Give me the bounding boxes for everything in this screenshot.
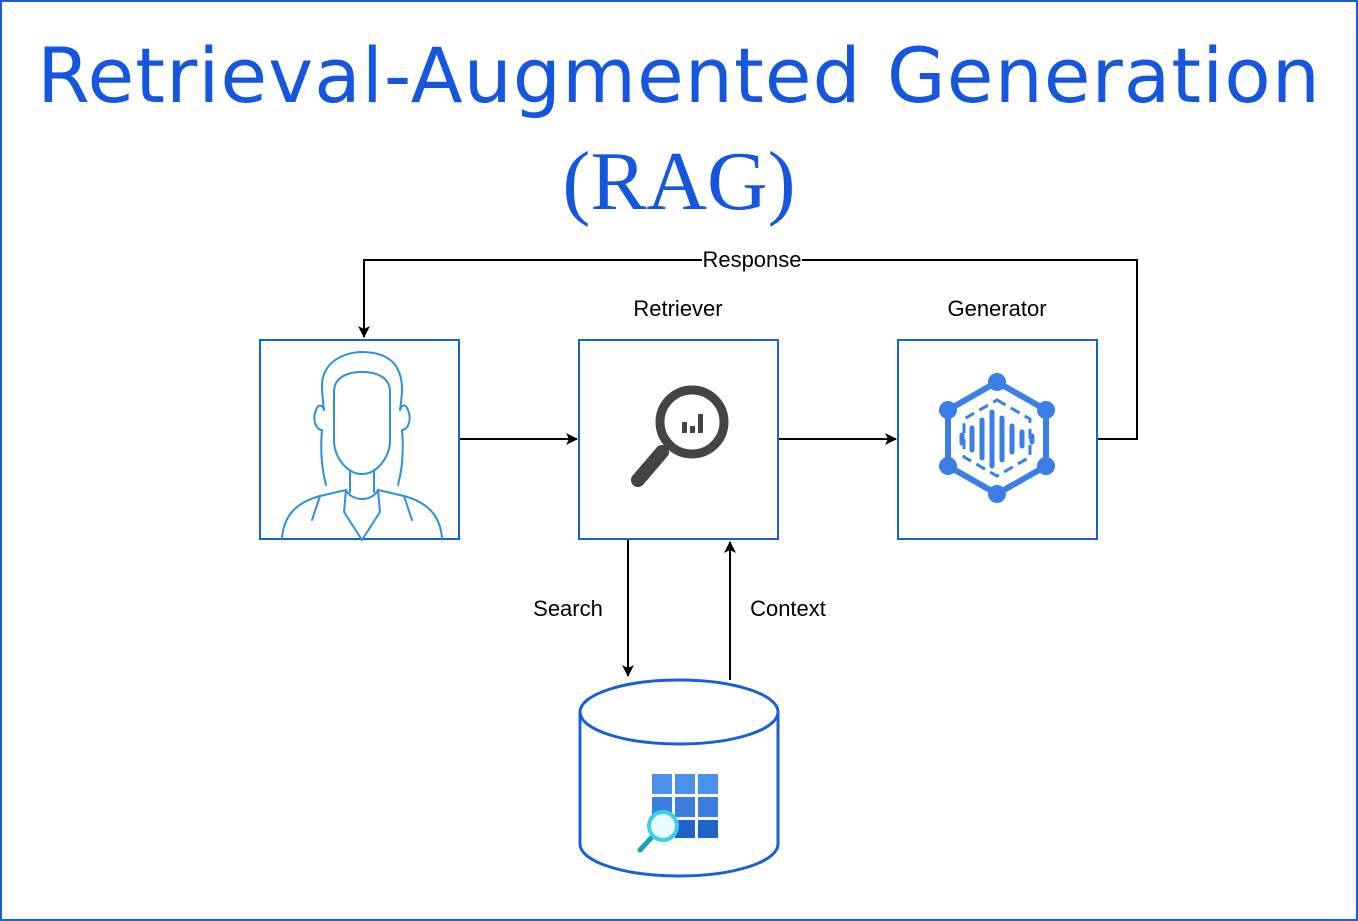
retriever-node[interactable]: Retriever bbox=[578, 296, 779, 540]
response-label: Response bbox=[702, 247, 801, 272]
user-node[interactable] bbox=[259, 339, 460, 541]
database-node[interactable] bbox=[578, 678, 780, 878]
generator-label: Generator bbox=[947, 296, 1046, 321]
user-icon bbox=[281, 351, 443, 541]
search-label: Search bbox=[533, 596, 603, 621]
search-edge: Search bbox=[533, 540, 634, 677]
database-search-icon bbox=[637, 774, 718, 853]
retriever-label: Retriever bbox=[633, 296, 722, 321]
generator-node[interactable]: Generator bbox=[897, 296, 1098, 540]
ai-model-icon bbox=[939, 373, 1055, 503]
context-edge: Context bbox=[724, 541, 826, 680]
context-label: Context bbox=[750, 596, 826, 621]
page-title: Retrieval-Augmented Generation bbox=[37, 31, 1321, 120]
page-subtitle: (RAG) bbox=[562, 135, 796, 228]
response-edge: Response bbox=[358, 247, 1138, 440]
search-analytics-icon bbox=[631, 385, 729, 487]
